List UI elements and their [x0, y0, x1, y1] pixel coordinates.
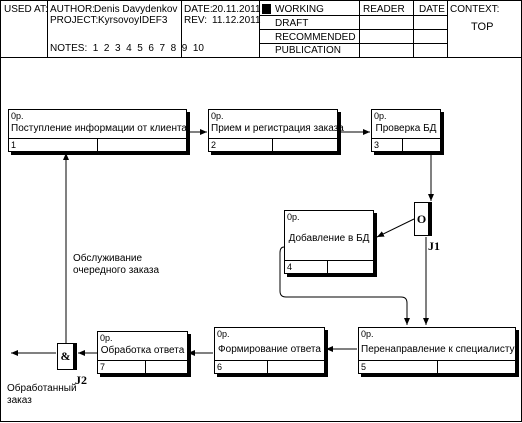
- junction-j1-label: J1: [428, 239, 440, 253]
- box-3-label: Проверка БД: [375, 123, 437, 134]
- status-publication: PUBLICATION: [275, 45, 341, 56]
- box-2-number: 2: [211, 140, 217, 150]
- date-column-label: DATE: [419, 4, 445, 15]
- notes-label: NOTES: 1 2 3 4 5 6 7 8 9 10: [50, 43, 204, 54]
- process-box-4[interactable]: 0р. Добавление в БД 4: [284, 210, 374, 274]
- box-2-label: Прием и регистрация заказа: [211, 123, 344, 134]
- box-7-number: 7: [100, 362, 106, 372]
- output-arrow-label: Обработанный заказ: [7, 383, 77, 406]
- box-3-number: 3: [374, 140, 380, 150]
- junction-j2-symbol: &: [60, 349, 71, 363]
- process-box-2[interactable]: 0р. Прием и регистрация заказа 2: [208, 109, 344, 152]
- box-5-cost: 0р.: [361, 329, 374, 339]
- box-5-label: Перенаправление к специалисту: [361, 344, 515, 355]
- box-4-label: Добавление в БД: [288, 233, 370, 244]
- context-value: TOP: [471, 21, 494, 33]
- box-6-cost: 0р.: [217, 329, 230, 339]
- box-1-label: Поступление информации от клиента: [11, 123, 187, 134]
- process-box-6[interactable]: 0р. Формирование ответа 6: [214, 327, 325, 374]
- loop-arrow-label: Обслуживание очередного заказа: [73, 253, 160, 276]
- reader-label: READER: [363, 4, 405, 15]
- junction-j2-label: J2: [75, 373, 87, 387]
- box-6-label: Формирование ответа: [218, 344, 321, 355]
- diagram-header: USED AT: AUTHOR: Denis Davydenkov PROJEC…: [1, 1, 522, 58]
- process-box-7[interactable]: 0р. Обработка ответа 7: [97, 331, 188, 374]
- status-draft: DRAFT: [275, 18, 309, 29]
- box-2-cost: 0р.: [211, 111, 224, 121]
- box-1-number: 1: [11, 140, 17, 150]
- status-recommended: RECOMMENDED: [275, 32, 356, 43]
- arrow-j1-to-4: [376, 218, 415, 238]
- box-5-number: 5: [361, 362, 367, 372]
- process-box-1[interactable]: 0р. Поступление информации от клиента 1: [8, 109, 187, 152]
- box-6-number: 6: [217, 362, 223, 372]
- used-at-label: USED AT:: [4, 4, 48, 15]
- junction-j2[interactable]: &: [57, 343, 74, 370]
- box-4-number: 4: [287, 262, 293, 272]
- process-box-3[interactable]: 0р. Проверка БД 3: [371, 109, 441, 152]
- project-value: KyrsovoyIDEF3: [98, 15, 168, 26]
- status-working: WORKING: [275, 4, 324, 15]
- box-1-cost: 0р.: [11, 111, 24, 121]
- project-label: PROJECT:: [50, 15, 99, 26]
- box-4-cost: 0р.: [287, 212, 300, 222]
- junction-j1[interactable]: O: [414, 202, 429, 236]
- date-value: 20.11.2011: [212, 4, 261, 15]
- box-7-label: Обработка ответа: [100, 345, 185, 356]
- context-label: CONTEXT:: [450, 4, 500, 15]
- junction-j1-symbol: O: [416, 212, 427, 226]
- author-value: Denis Davydenkov: [94, 4, 178, 15]
- author-label: AUTHOR:: [50, 4, 95, 15]
- working-status-marker: [262, 4, 271, 14]
- rev-label: REV:: [184, 15, 207, 26]
- date-label: DATE:: [184, 4, 213, 15]
- rev-value: 11.12.2011: [212, 15, 261, 26]
- process-box-5[interactable]: 0р. Перенаправление к специалисту 5: [358, 327, 516, 374]
- arrow-4-to-5: [279, 246, 410, 325]
- box-3-cost: 0р.: [374, 111, 387, 121]
- box-7-cost: 0р.: [100, 333, 113, 343]
